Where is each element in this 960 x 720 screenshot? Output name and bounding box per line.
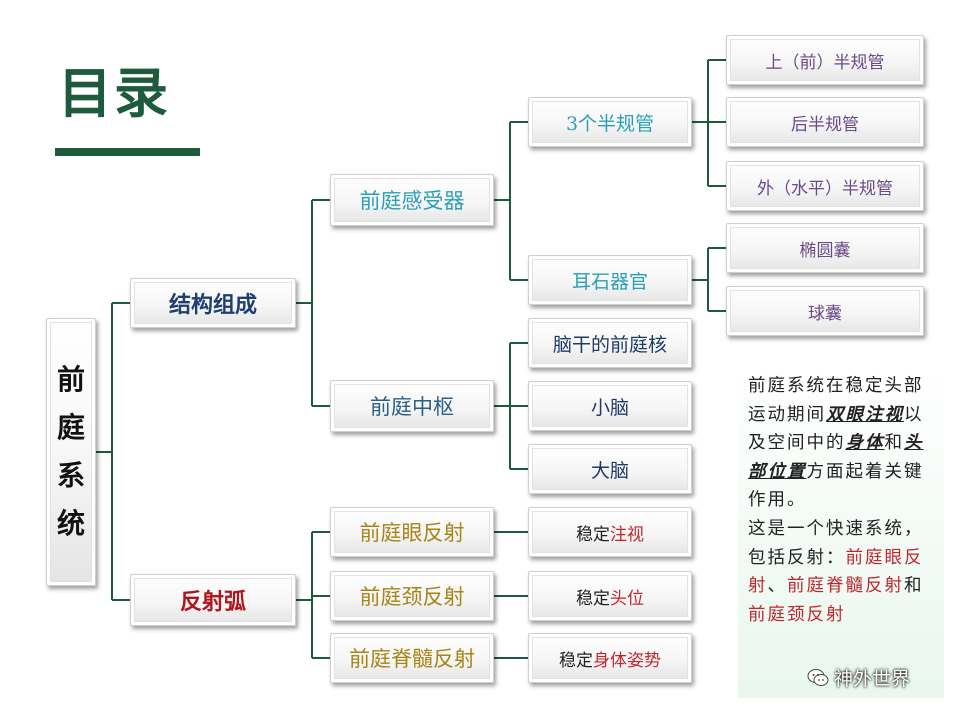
watermark-text: 神外世界 — [834, 668, 911, 690]
node-otolith-organs: 耳石器官 — [528, 255, 692, 305]
stabilize-prefix: 稳定 — [576, 588, 610, 609]
connector-structure — [296, 199, 330, 407]
node-utricle: 椭圆囊 — [726, 223, 924, 273]
note-text: 前庭系统在稳定头部运动期间 — [748, 376, 924, 425]
watermark: 神外世界 — [806, 664, 910, 691]
node-vor: 前庭眼反射 — [330, 507, 494, 557]
note-emphasis: 双眼注视 — [826, 404, 904, 425]
note-text: 这是一个快速系统，包括反射： — [748, 518, 924, 568]
connector-root — [96, 302, 130, 601]
node-cerebrum: 大脑 — [528, 444, 692, 494]
root-char: 前 — [56, 363, 85, 396]
node-lateral-canal: 外（水平）半规管 — [726, 161, 924, 211]
note-text: 和 — [884, 433, 904, 454]
node-saccule: 球囊 — [726, 286, 924, 336]
note-text: 以及空间中的 — [748, 404, 924, 454]
title-underline — [55, 148, 200, 156]
node-posterior-canal: 后半规管 — [726, 97, 924, 147]
page-title: 目录 — [58, 62, 170, 125]
note-reflex: 前庭脊髓反射 — [787, 576, 904, 597]
note-reflex: 前庭颈反射 — [748, 604, 846, 625]
node-vcr: 前庭颈反射 — [330, 571, 494, 621]
root-char: 系 — [56, 459, 85, 492]
connector-center — [494, 342, 528, 470]
node-receptor: 前庭感受器 — [330, 174, 494, 226]
note-text: 和 — [904, 576, 924, 597]
description-note: 前庭系统在稳定头部运动期间双眼注视以及空间中的身体和头部位置方面起着关键作用。这… — [738, 362, 944, 698]
node-cerebellum: 小脑 — [528, 381, 692, 431]
note-emphasis: 身体 — [845, 433, 885, 454]
stabilize-target: 注视 — [610, 524, 644, 545]
note-text: 方面起着关键作用。 — [748, 461, 924, 511]
node-stabilize-posture: 稳定身体姿势 — [528, 633, 692, 683]
node-brainstem-nuclei: 脑干的前庭核 — [528, 318, 692, 368]
connector-otolith — [692, 247, 726, 312]
note-reflex: 前庭眼反射 — [748, 547, 924, 597]
connector-stabilize — [494, 531, 528, 659]
stabilize-prefix: 稳定 — [576, 524, 610, 545]
node-reflex-arc: 反射弧 — [130, 574, 296, 626]
root-vestibular-system: 前 庭 系 统 — [46, 318, 96, 586]
note-text: 、 — [767, 576, 787, 597]
node-stabilize-gaze: 稳定注视 — [528, 507, 692, 557]
stabilize-target: 身体姿势 — [593, 650, 661, 671]
connector-receptor — [494, 121, 528, 281]
node-stabilize-head: 稳定头位 — [528, 571, 692, 621]
node-center: 前庭中枢 — [330, 380, 494, 432]
node-vsr: 前庭脊髓反射 — [330, 633, 494, 683]
node-semicircular-canals: 3个半规管 — [528, 97, 692, 147]
root-char: 庭 — [56, 411, 85, 444]
connector-canals — [692, 59, 726, 187]
note-emphasis: 头部位置 — [748, 433, 924, 482]
stabilize-prefix: 稳定 — [559, 650, 593, 671]
root-char: 统 — [56, 507, 85, 540]
node-structure: 结构组成 — [130, 278, 296, 328]
wechat-icon — [807, 668, 829, 686]
connector-reflex — [296, 531, 330, 659]
stabilize-target: 头位 — [610, 588, 644, 609]
node-anterior-canal: 上（前）半规管 — [726, 35, 924, 85]
